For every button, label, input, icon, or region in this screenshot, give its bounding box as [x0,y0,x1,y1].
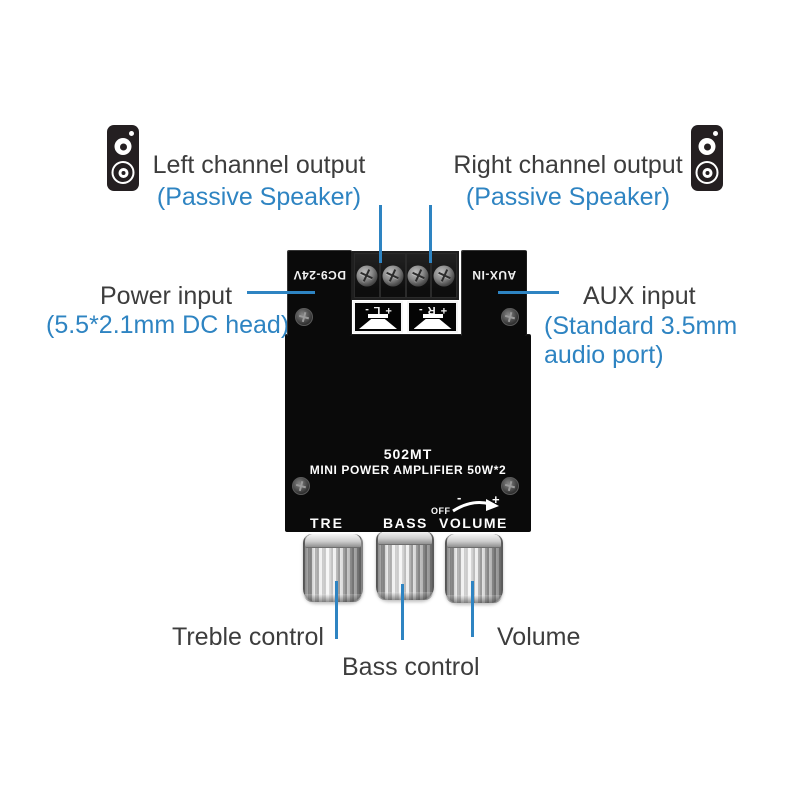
bass-callout-label: Bass control [342,653,480,681]
screw-icon [501,308,519,326]
left-output-subtitle: (Passive Speaker) [156,183,362,211]
speaker-cone-icon [413,314,452,329]
volume-min-label: - [457,490,462,505]
power-input-title: Power input [100,282,233,310]
amplifier-board [285,334,531,532]
terminal-screw-icon [433,265,455,286]
left-channel-terminal-label: + L - [353,301,403,333]
treble-knob-label: TRE [310,515,344,531]
right-channel-terminal-label: + R - [407,301,458,333]
speaker-led-dot-icon [129,131,134,136]
aux-port-label: AUX-IN [471,268,517,282]
screw-icon [295,308,313,326]
woofer-icon [111,161,135,184]
screw-icon [292,477,310,495]
treble-knob [303,534,363,602]
right-output-title: Right channel output [453,151,683,179]
callout-line-treble [335,581,338,639]
treble-callout-label: Treble control [172,623,324,651]
callout-line-bass [401,584,404,640]
left-output-title: Left channel output [152,151,366,179]
volume-knob [445,534,503,603]
terminal-cell [431,253,457,298]
callout-line-right-output [429,205,432,263]
left-output-callout: Left channel output (Passive Speaker) [145,149,373,213]
right-output-subtitle: (Passive Speaker) [465,183,671,211]
power-input-subtitle: (5.5*2.1mm DC head) [46,311,290,339]
speaker-terminal-block [352,251,459,300]
woofer-icon [695,161,719,184]
left-speaker-icon [107,125,139,191]
screw-icon [501,477,519,495]
right-output-callout: Right channel output (Passive Speaker) [450,149,686,213]
volume-direction-arrow-icon [452,499,499,513]
terminal-cell [354,253,380,298]
board-title: MINI POWER AMPLIFIER 50W*2 [309,463,507,477]
callout-line-aux-input [498,291,559,294]
board-model: 502MT [383,446,433,462]
aux-input-subtitle-line2: audio port) [544,341,664,369]
terminal-screw-icon [382,265,404,286]
volume-max-label: + [492,492,500,507]
tweeter-icon [114,138,132,155]
volume-off-label: OFF [431,506,451,516]
volume-knob-label: VOLUME [439,515,508,531]
terminal-cell [405,253,432,298]
aux-input-title: AUX input [583,282,696,310]
tweeter-icon [698,138,716,155]
right-speaker-icon [691,125,723,191]
callout-line-power-input [247,291,315,294]
bass-knob [376,531,434,600]
volume-callout-label: Volume [497,623,581,651]
aux-input-subtitle-line1: (Standard 3.5mm [544,312,738,340]
terminal-cell [379,253,406,298]
dc-port-label: DC9-24V [293,268,346,282]
terminal-screw-icon [407,265,429,286]
speaker-led-dot-icon [713,131,718,136]
bass-knob-label: BASS [383,515,428,531]
callout-line-left-output [379,205,382,263]
speaker-cone-icon [359,314,397,329]
terminal-screw-icon [356,265,378,286]
callout-line-volume [471,581,474,637]
